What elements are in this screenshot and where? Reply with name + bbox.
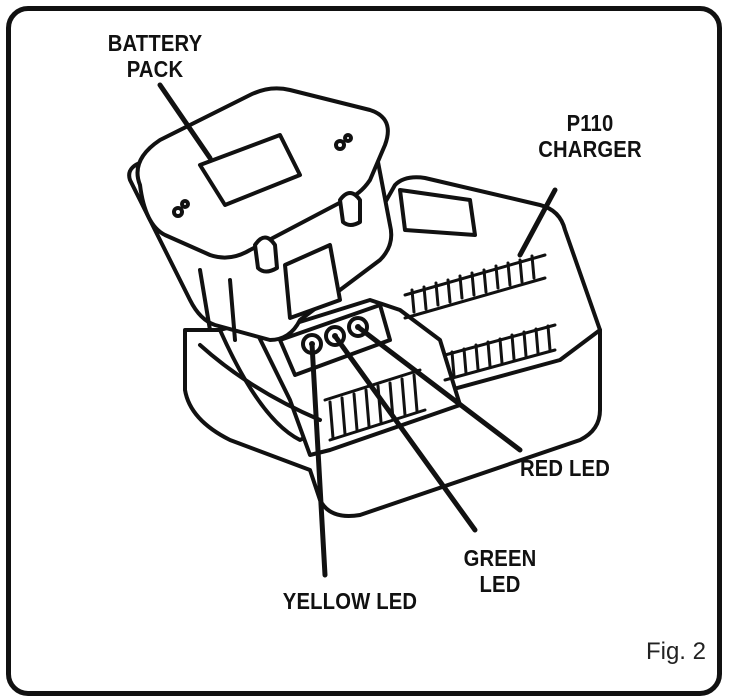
yellow-led-label: YELLOW LED [282, 588, 418, 614]
leader-charger [517, 187, 558, 258]
battery-pack-label: BATTERY PACK [107, 30, 203, 82]
figure-caption: Fig. 2 [645, 638, 706, 665]
battery-pack [127, 86, 394, 342]
charger-illustration [127, 82, 602, 578]
leader-lines [157, 82, 558, 578]
leader-yellow [309, 341, 328, 578]
leader-red [355, 324, 523, 453]
green-led-label: GREEN LED [463, 545, 537, 597]
red-led-label: RED LED [519, 455, 611, 481]
leader-green [332, 333, 478, 533]
charger-vents-top [403, 253, 557, 382]
charger-label: P110 CHARGER [538, 110, 642, 162]
leader-battery [157, 82, 213, 161]
